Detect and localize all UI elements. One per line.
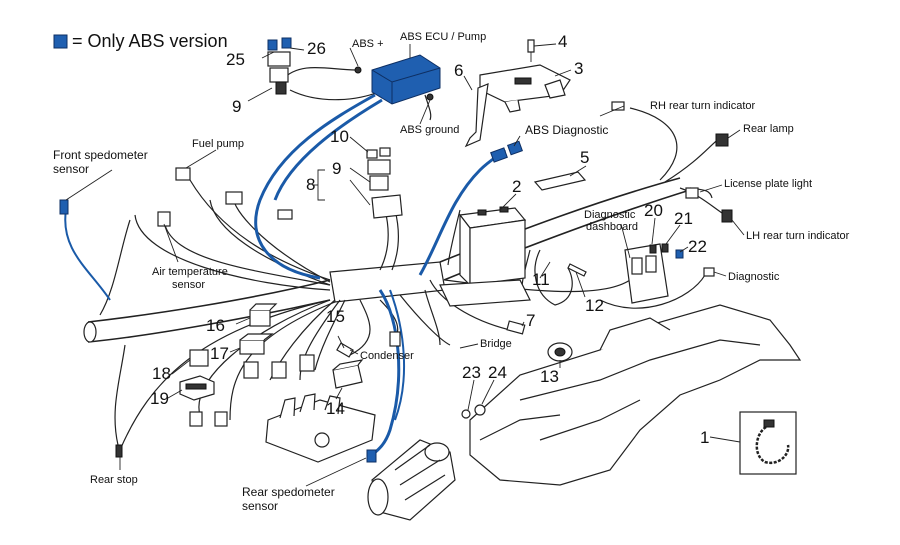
callout-24: 24 [488, 363, 507, 382]
relay-connector-c [299, 354, 315, 372]
abs-diagnostic-connector [490, 140, 523, 163]
label-diag-dash-1: Diagnostic [584, 209, 636, 221]
label-condenser: Condenser [360, 350, 414, 362]
label-fuel-pump: Fuel pump [192, 138, 244, 150]
main-harness [64, 107, 726, 451]
label-bridge: Bridge [480, 338, 512, 350]
callout-14: 14 [326, 399, 345, 418]
part-11-cable [534, 249, 573, 306]
part-4-bolt [527, 39, 535, 62]
air-temp-sensor-part [157, 211, 171, 227]
callout-16: 16 [206, 316, 225, 335]
rear-speedo-sensor-part [366, 449, 377, 463]
label-rear-speedo-2: sensor [242, 499, 278, 513]
callout-2: 2 [512, 177, 521, 196]
relay-connector-d [189, 411, 203, 427]
callout-7: 7 [526, 311, 535, 330]
legend-text: = Only ABS version [72, 31, 228, 51]
abs-legend-swatch [53, 34, 68, 49]
fuel-pump-connector-b [225, 191, 243, 205]
fuse-box [624, 243, 684, 304]
label-abs-ecu: ABS ECU / Pump [400, 31, 486, 43]
callout-26: 26 [307, 39, 326, 58]
relay-19 [179, 375, 215, 401]
callout-3: 3 [574, 59, 583, 78]
callout-18: 18 [152, 364, 171, 383]
callout-9-center: 9 [332, 159, 341, 178]
part-12-bolt [567, 263, 587, 277]
callout-15: 15 [326, 307, 345, 326]
label-air-temp-1: Air temperature [152, 266, 228, 278]
part-7-connector [506, 320, 526, 335]
fuel-pump-connector [175, 167, 191, 181]
lh-turn-connector [721, 209, 733, 223]
label-diagnostic: Diagnostic [728, 271, 780, 283]
abs-wiring [254, 66, 507, 457]
battery [439, 206, 531, 307]
relay-16 [249, 303, 278, 327]
label-license-plate: License plate light [724, 178, 812, 190]
callout-8: 8 [306, 175, 315, 194]
callout-19: 19 [150, 389, 169, 408]
part-23-washer [461, 409, 471, 419]
starter-motor [367, 439, 456, 521]
part-14-regulator [332, 359, 364, 389]
label-diag-dash-2: dashboard [586, 221, 638, 233]
label-front-speedo-1: Front spedometer [53, 148, 148, 162]
abs-plus-terminal [354, 66, 362, 74]
callout-17: 17 [210, 344, 229, 363]
leader-lines [65, 43, 745, 487]
part-24-washer [474, 404, 486, 416]
callout-11: 11 [532, 270, 550, 289]
callout-4: 4 [558, 32, 567, 51]
part-13-horn [547, 342, 573, 362]
label-rh-turn: RH rear turn indicator [650, 100, 755, 112]
abs-ground-terminal [426, 93, 434, 101]
callout-9-top: 9 [232, 97, 241, 116]
rear-lamp-connector [715, 133, 729, 147]
callout-20: 20 [644, 201, 663, 220]
relay-17 [239, 333, 274, 355]
part-5-plate [533, 171, 587, 191]
relay-connector-a [243, 361, 259, 379]
label-abs-plus: ABS + [352, 38, 384, 50]
callout-22: 22 [688, 237, 707, 256]
callout-1: 1 [700, 428, 709, 447]
part-15-connector [336, 342, 354, 358]
fuse-holder-tray [265, 393, 376, 463]
part-3-bracket [479, 64, 571, 113]
relay-connector-e [214, 411, 228, 427]
label-lh-turn: LH rear turn indicator [746, 230, 850, 242]
callout-10: 10 [330, 127, 349, 146]
condenser-part [389, 331, 401, 347]
relay-18 [189, 349, 209, 367]
connector-small [277, 209, 293, 220]
relay-connector-b [271, 361, 287, 379]
label-abs-diagnostic: ABS Diagnostic [525, 123, 608, 137]
license-plate-connector [685, 187, 699, 199]
label-front-speedo-2: sensor [53, 162, 89, 176]
label-abs-ground: ABS ground [400, 124, 459, 136]
part-1-clamp [739, 411, 797, 475]
callout-5: 5 [580, 148, 589, 167]
label-air-temp-2: sensor [172, 279, 205, 291]
abs-ecu-pump [371, 54, 441, 105]
front-speedo-sensor-part [59, 199, 69, 215]
callout-12: 12 [585, 296, 604, 315]
part-6-bracket [464, 83, 489, 148]
callout-6: 6 [454, 61, 463, 80]
rear-frame [469, 304, 802, 486]
diagnostic-connector [703, 267, 715, 277]
callout-21: 21 [674, 209, 693, 228]
rear-stop-switch [115, 444, 123, 458]
callout-23: 23 [462, 363, 481, 382]
callout-25: 25 [226, 50, 245, 69]
connector-9-top [267, 37, 292, 95]
callout-13: 13 [540, 367, 559, 386]
connector-9-10-center [366, 147, 403, 219]
label-rear-lamp: Rear lamp [743, 123, 794, 135]
label-rear-stop: Rear stop [90, 474, 138, 486]
label-rear-speedo-1: Rear spedometer [242, 485, 335, 499]
